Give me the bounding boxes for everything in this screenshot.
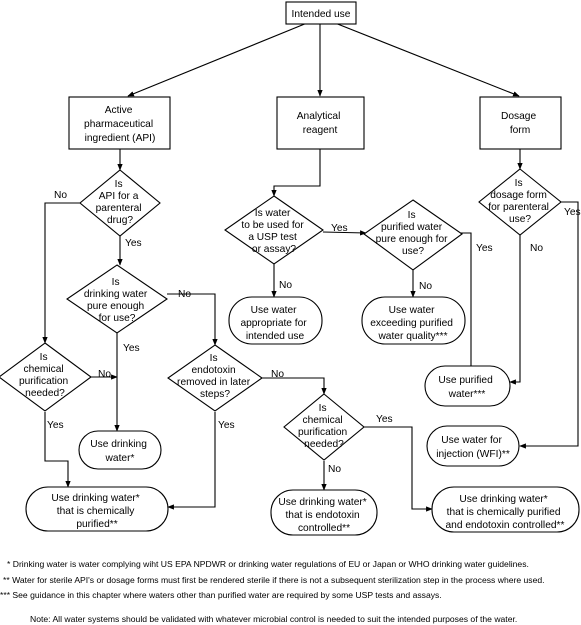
decision-chem-purification-left: Is chemical purification needed?: [0, 342, 92, 412]
edge-parenteral-no: [42, 202, 80, 344]
label-purepurified-yes: Yes: [476, 243, 493, 254]
decision-api-parenteral-text: Is API for a parenteral drug?: [96, 179, 145, 226]
terminal-drinking-endotoxin-text: Use drinking water* that is endotoxin co…: [278, 497, 369, 534]
water-selection-flowchart: No Yes No Yes No Yes No Yes Yes No Yes N…: [0, 1, 581, 536]
terminal-drinking-chem-endo-text: Use drinking water* that is chemically p…: [446, 494, 565, 531]
decision-chem-purification-left-text: Is chemical purification needed?: [19, 352, 71, 399]
terminal-water-appropriate: Use water appropriate for intended use: [228, 296, 323, 345]
node-api-text: Active pharmaceutical ingredient (API): [84, 105, 156, 144]
edge-intended-to-dosage: [329, 20, 520, 97]
footnote-guidance: *** See guidance in this chapter where w…: [0, 590, 442, 600]
label-endotoxin-yes: Yes: [218, 420, 235, 431]
terminal-water-exceeding: Use water exceeding purified water quali…: [361, 296, 466, 345]
decision-drinking-pure-text: Is drinking water pure enough for use?: [84, 277, 150, 324]
label-purepurified-no: No: [419, 281, 432, 292]
terminal-water-exceeding-text: Use water exceeding purified water quali…: [370, 305, 456, 342]
terminal-use-drinking-water: Use drinking water*: [78, 430, 162, 470]
label-dosage-no: No: [530, 243, 543, 254]
edge-dosage-no: [509, 235, 521, 385]
decision-dosage-parenteral-text: Is dosage form for parenteral use?: [488, 178, 551, 225]
terminal-drinking-chem-purified-text: Use drinking water* that is chemically p…: [51, 493, 142, 530]
edges: [42, 20, 579, 512]
decision-usp-test: Is water to be used for a USP test or as…: [224, 195, 324, 265]
footnote-sterile: ** Water for sterile API's or dosage for…: [3, 575, 545, 585]
terminal-use-purified-water-text: Use purified water***: [438, 375, 495, 400]
terminal-drinking-endotoxin: Use drinking water* that is endotoxin co…: [270, 489, 378, 536]
edge-drinkpure-no: [167, 293, 218, 346]
decision-purified-pure: Is purified water pure enough for use?: [363, 199, 463, 271]
node-intended-use: Intended use: [285, 1, 357, 25]
label-chemleft-yes: Yes: [47, 420, 64, 431]
decision-api-parenteral: Is API for a parenteral drug?: [79, 169, 161, 237]
label-chemleft-no: No: [98, 369, 111, 380]
label-usp-no: No: [279, 280, 292, 291]
edge-usp-yes: [322, 230, 367, 236]
label-parenteral-yes: Yes: [125, 238, 142, 249]
decision-dosage-parenteral: Is dosage form for parenteral use?: [478, 168, 562, 236]
node-analytical-reagent-text: Analytical reagent: [297, 111, 343, 136]
label-drinkpure-no: No: [178, 289, 191, 300]
terminal-use-wfi: Use water for injection (WFI)**: [426, 425, 520, 467]
terminal-use-purified-water: Use purified water***: [424, 365, 511, 407]
decision-drinking-pure: Is drinking water pure enough for use?: [66, 264, 168, 334]
terminal-use-wfi-text: Use water for injection (WFI)**: [436, 435, 510, 460]
label-chemmid-no: No: [328, 464, 341, 475]
terminal-use-drinking-water-text: Use drinking water*: [90, 439, 149, 464]
edge-endotoxin-no: [262, 377, 327, 395]
footnote-drinking-water: * Drinking water is water complying wiht…: [7, 559, 529, 569]
footnote-note: Note: All water systems should be valida…: [30, 614, 518, 624]
label-chemmid-yes: Yes: [376, 414, 393, 425]
edge-intended-to-api: [127, 20, 313, 97]
edge-chemmid-yes: [364, 426, 433, 512]
edge-analytical-to-q-usp: [271, 149, 321, 197]
label-drinkpure-yes: Yes: [123, 343, 140, 354]
decision-endotoxin: Is endotoxin removed in later steps?: [167, 344, 263, 412]
node-analytical-reagent: Analytical reagent: [276, 96, 365, 150]
terminal-drinking-chem-endo: Use drinking water* that is chemically p…: [431, 486, 580, 533]
label-usp-yes: Yes: [331, 223, 348, 234]
terminal-drinking-chem-purified: Use drinking water* that is chemically p…: [25, 486, 169, 532]
terminal-water-appropriate-text: Use water appropriate for intended use: [240, 305, 309, 342]
label-parenteral-no: No: [54, 190, 67, 201]
decision-usp-test-text: Is water to be used for a USP test or as…: [241, 208, 306, 255]
node-dosage-form: Dosage form: [479, 96, 562, 150]
node-intended-use-text: Intended use: [292, 9, 351, 20]
edge-endotoxin-yes: [167, 412, 216, 510]
node-api: Active pharmaceutical ingredient (API): [68, 96, 171, 150]
decision-chem-purification-mid: Is chemical purification needed?: [283, 393, 365, 461]
decision-endotoxin-text: Is endotoxin removed in later steps?: [177, 353, 253, 400]
edge-chemleft-yes: [44, 412, 71, 488]
label-dosage-yes: Yes: [564, 207, 581, 218]
edge-labels: No Yes No Yes No Yes No Yes Yes No Yes N…: [47, 190, 581, 475]
node-dosage-form-text: Dosage form: [501, 111, 539, 136]
decision-purified-pure-text: Is purified water pure enough for use?: [376, 210, 451, 257]
decision-chem-purification-mid-text: Is chemical purification needed?: [298, 403, 350, 450]
edge-dosage-yes: [519, 201, 579, 449]
label-endotoxin-no: No: [271, 369, 284, 380]
